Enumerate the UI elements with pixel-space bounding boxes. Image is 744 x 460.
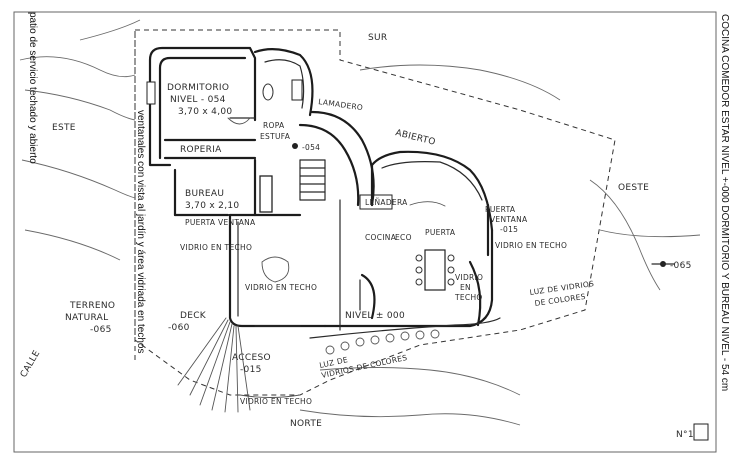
sheet-title: COCINA COMEDOR ESTAR NIVEL +-000 DORMITO… — [719, 14, 730, 391]
wall-kitchen-north — [370, 150, 494, 232]
skylight-living — [261, 256, 290, 283]
page-number: N°1 — [676, 430, 694, 440]
label-puerta-ventana-level: -015 — [500, 225, 518, 234]
glass-blocks-south — [325, 329, 440, 355]
label-dormitorio-size: 3,70 x 4,00 — [178, 107, 232, 117]
label-abierto: ABIERTO — [394, 128, 436, 148]
wall-bath — [253, 48, 314, 117]
label-vidrio-c3: TECHO — [454, 293, 483, 302]
compass-west: OESTE — [618, 183, 649, 193]
label-ropa: ROPA — [263, 121, 285, 130]
veg-east-top — [79, 19, 141, 41]
label-vidrio-c1: VIDRIO — [455, 273, 483, 282]
veg-west-2 — [599, 229, 701, 238]
window-dormitorio — [146, 81, 156, 105]
wall-estufa-outer — [310, 110, 375, 207]
door-swing-dormitorio — [227, 117, 251, 125]
label-acceso: ACCESO — [232, 353, 271, 363]
veg-north-1 — [359, 64, 561, 101]
label-nivel-000: NIVEL ± 000 — [345, 311, 405, 321]
label-vidrio-techo-west: VIDRIO EN TECHO — [240, 397, 312, 406]
acceso-curve — [239, 394, 301, 398]
wc-fixture — [262, 83, 274, 101]
veg-east-3 — [21, 159, 136, 199]
label-cocina: COCINA — [365, 233, 397, 242]
wall-living-west-south — [228, 213, 327, 328]
label-deck-level: -060 — [168, 323, 190, 333]
wall-dormitorio-inner — [158, 56, 247, 160]
label-terreno-level: -065 — [90, 325, 112, 335]
veg-south-1 — [319, 367, 521, 396]
wall-estufa-curve — [298, 123, 360, 207]
label-vidrio-techo-1: VIDRIO EN TECHO — [180, 243, 252, 252]
label-dormitorio-level: NIVEL - 054 — [170, 95, 226, 105]
note-ventanales: ventanales con vista al jardín y área vi… — [135, 110, 146, 353]
wall-bath-inner — [264, 59, 305, 109]
label-bureau-size: 3,70 x 2,10 — [185, 201, 239, 211]
label-level-east: -065 — [670, 261, 692, 271]
compass-south: SUR — [368, 33, 387, 43]
wall-living-south — [323, 228, 494, 328]
dining-chairs — [415, 254, 455, 286]
note-patio-servicio: patio de servicio techado y abierto — [27, 12, 38, 164]
estufa-marker — [292, 143, 298, 149]
label-terreno-1: TERRENO — [69, 301, 115, 311]
veg-west-1 — [589, 179, 661, 291]
wall-vidrio-curve — [468, 260, 482, 327]
veg-south-2 — [299, 409, 521, 426]
label-deck: DECK — [180, 311, 207, 321]
label-calle: CALLE — [19, 349, 42, 380]
label-estufa: ESTUFA — [260, 132, 291, 141]
compass-north: NORTE — [290, 419, 322, 429]
label-bureau: BUREAU — [185, 189, 224, 199]
stair — [299, 159, 326, 201]
compass-east: ESTE — [52, 123, 76, 133]
cabinet-bureau — [259, 175, 273, 213]
label-acceso-level: -015 — [240, 365, 262, 375]
window-bath — [291, 79, 303, 101]
label-estufa-level: -054 — [302, 143, 320, 152]
page-number-box — [693, 423, 709, 441]
label-lenadera: LEÑADERA — [365, 198, 408, 207]
veg-east-2 — [24, 89, 136, 121]
label-terreno-2: NATURAL — [65, 313, 108, 323]
wall-kitchen-inner — [381, 161, 483, 201]
label-vidrio-techo-2: VIDRIO EN TECHO — [245, 283, 317, 292]
veg-east-1 — [19, 56, 136, 78]
label-ventana-west-2: VENTANA — [490, 215, 528, 224]
door-curve-living — [360, 273, 376, 320]
label-vidrio-techo-east: VIDRIO EN TECHO — [495, 241, 567, 250]
label-dormitorio: DORMITORIO — [167, 83, 229, 93]
label-roperia: ROPERIA — [180, 145, 222, 155]
label-vidrio-c2: EN — [460, 283, 471, 292]
luz-vidrios-south — [309, 317, 501, 339]
label-puerta-ventana-east: PUERTA VENTANA — [185, 218, 256, 227]
dining-table — [424, 249, 446, 291]
veg-east-4 — [24, 229, 121, 261]
label-puerta: PUERTA — [425, 228, 456, 237]
label-puerta-west-1: PUERTA — [485, 205, 516, 214]
label-lamadero: LAMADERO — [318, 97, 364, 112]
sink-kitchen — [409, 201, 446, 207]
lenadera-box — [359, 194, 393, 210]
sheet-border — [13, 11, 717, 453]
label-eco: ECO — [395, 233, 412, 242]
